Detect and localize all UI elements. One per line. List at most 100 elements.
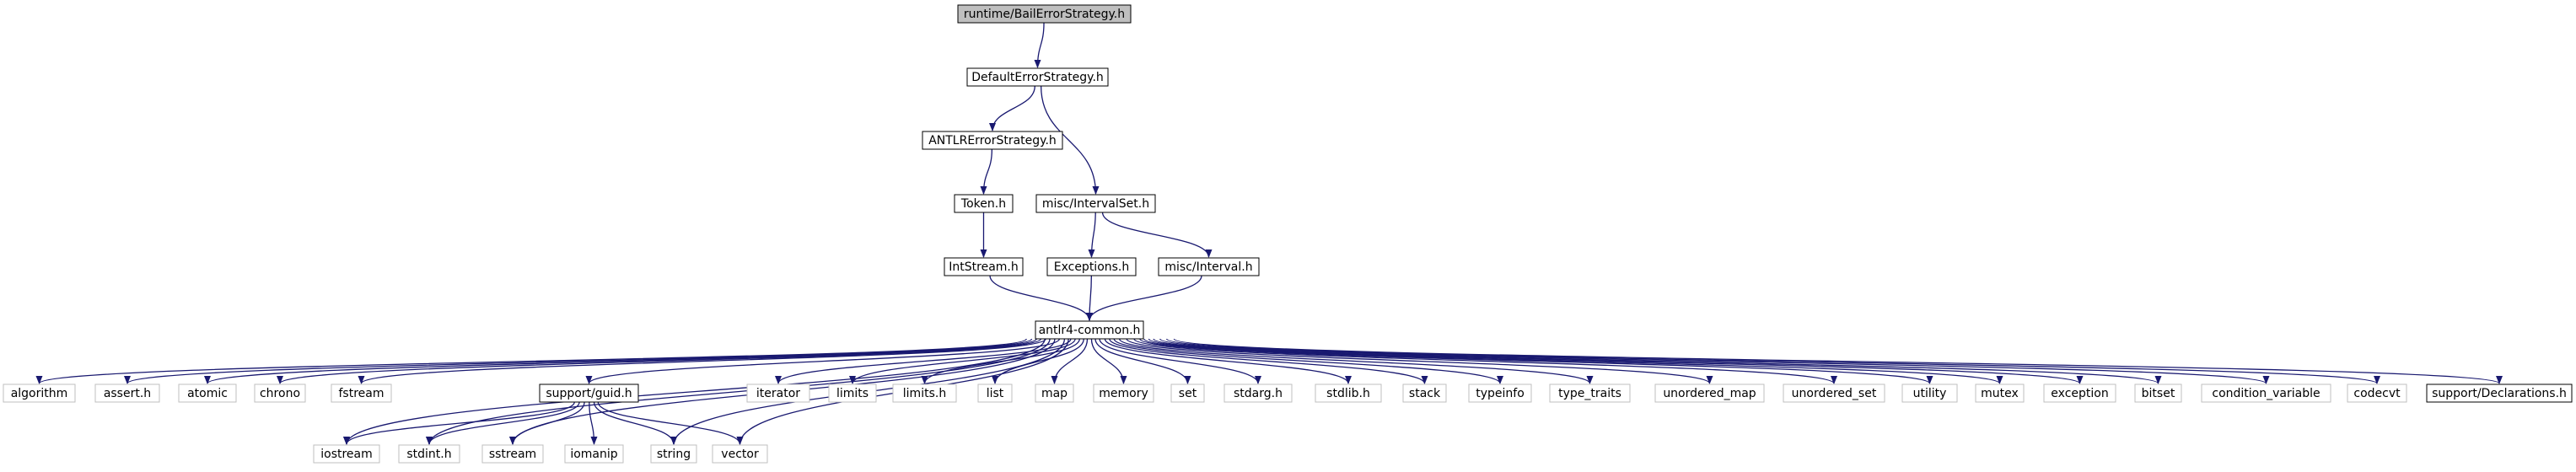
node-label-exception: exception bbox=[2051, 387, 2108, 400]
node-box-map bbox=[1035, 384, 1074, 403]
node-label-interval: misc/Interval.h bbox=[1164, 260, 1252, 274]
node-vector: vector bbox=[712, 444, 768, 464]
node-condvar: condition_variable bbox=[2201, 384, 2331, 403]
edge-guid-vector bbox=[597, 401, 744, 445]
edge-guid-stdint bbox=[426, 401, 580, 445]
edge-root-des bbox=[1034, 22, 1045, 68]
node-label-antlres: ANTLRErrorStrategy.h bbox=[928, 134, 1057, 148]
node-label-typeinfo: typeinfo bbox=[1476, 387, 1525, 400]
node-label-assert: assert.h bbox=[104, 387, 151, 400]
node-intstream[interactable]: IntStream.h bbox=[944, 257, 1024, 276]
node-box-unordered_set bbox=[1783, 384, 1885, 403]
edge-common-stack bbox=[1109, 338, 1428, 384]
node-root[interactable]: runtime/BailErrorStrategy.h bbox=[957, 4, 1132, 24]
node-iomanip: iomanip bbox=[564, 444, 624, 464]
edge-common-exception bbox=[1148, 338, 2084, 384]
node-box-sstream bbox=[481, 444, 544, 464]
node-label-exceptions: Exceptions.h bbox=[1054, 260, 1130, 274]
node-label-vector: vector bbox=[721, 448, 759, 461]
node-limits: limits bbox=[828, 384, 877, 403]
node-label-unordered_set: unordered_set bbox=[1792, 387, 1877, 400]
edge-common-assert bbox=[124, 338, 1033, 384]
node-label-sstream: sstream bbox=[489, 448, 536, 461]
node-exception: exception bbox=[2043, 384, 2116, 403]
node-des[interactable]: DefaultErrorStrategy.h bbox=[966, 67, 1109, 87]
node-label-iostream: iostream bbox=[320, 448, 373, 461]
node-box-vector bbox=[712, 444, 768, 464]
edge-common-typeinfo bbox=[1113, 338, 1503, 384]
edge-common-atomic bbox=[204, 338, 1037, 384]
node-box-intstream bbox=[944, 257, 1024, 276]
node-token[interactable]: Token.h bbox=[954, 194, 1014, 213]
edge-common-unordered_set bbox=[1133, 338, 1837, 384]
node-box-token bbox=[954, 194, 1014, 213]
edge-common-algorithm bbox=[35, 338, 1027, 384]
node-label-utility: utility bbox=[1913, 387, 1947, 400]
node-sstream: sstream bbox=[481, 444, 544, 464]
edge-layer bbox=[35, 22, 2503, 445]
node-exceptions[interactable]: Exceptions.h bbox=[1046, 257, 1137, 276]
node-string: string bbox=[650, 444, 697, 464]
edge-common-stdarg bbox=[1099, 338, 1261, 384]
node-typeinfo: typeinfo bbox=[1468, 384, 1532, 403]
node-box-assert bbox=[94, 384, 160, 403]
node-label-limits: limits bbox=[836, 387, 869, 400]
node-label-stdarg: stdarg.h bbox=[1234, 387, 1283, 400]
node-box-decl bbox=[2426, 384, 2573, 403]
edge-common-decl bbox=[1173, 338, 2503, 384]
node-label-token: Token.h bbox=[960, 197, 1006, 211]
node-algorithm: algorithm bbox=[3, 384, 76, 403]
node-label-stdlib: stdlib.h bbox=[1326, 387, 1370, 400]
node-box-list bbox=[977, 384, 1013, 403]
node-intervalset[interactable]: misc/IntervalSet.h bbox=[1035, 194, 1156, 213]
edge-common-bitset bbox=[1153, 338, 2162, 384]
node-box-common bbox=[1035, 320, 1144, 340]
node-stack: stack bbox=[1402, 384, 1447, 403]
edge-guid-string bbox=[593, 401, 677, 445]
node-label-mutex: mutex bbox=[1981, 387, 2019, 400]
node-box-iterator bbox=[746, 384, 810, 403]
edge-common-type_traits bbox=[1118, 338, 1594, 384]
node-label-condvar: condition_variable bbox=[2212, 387, 2320, 400]
node-label-decl: support/Declarations.h bbox=[2432, 387, 2567, 400]
node-guid[interactable]: support/guid.h bbox=[539, 384, 639, 403]
edge-guid-iostream bbox=[343, 401, 575, 445]
node-limitsh: limits.h bbox=[892, 384, 957, 403]
node-chrono: chrono bbox=[254, 384, 306, 403]
node-label-unordered_map: unordered_map bbox=[1663, 387, 1756, 400]
node-interval[interactable]: misc/Interval.h bbox=[1158, 257, 1260, 276]
node-iterator: iterator bbox=[746, 384, 810, 403]
node-box-antlres bbox=[922, 131, 1063, 150]
node-label-stack: stack bbox=[1409, 387, 1441, 400]
node-antlres[interactable]: ANTLRErrorStrategy.h bbox=[922, 131, 1063, 150]
node-label-map: map bbox=[1041, 387, 1068, 400]
node-box-typeinfo bbox=[1468, 384, 1532, 403]
node-decl[interactable]: support/Declarations.h bbox=[2426, 384, 2573, 403]
node-box-algorithm bbox=[3, 384, 76, 403]
edge-common-set bbox=[1094, 338, 1191, 384]
node-label-root: runtime/BailErrorStrategy.h bbox=[964, 8, 1125, 21]
edge-des-intervalset bbox=[1040, 85, 1100, 195]
node-box-stack bbox=[1402, 384, 1447, 403]
edge-common-unordered_map bbox=[1126, 338, 1713, 384]
node-common[interactable]: antlr4-common.h bbox=[1035, 320, 1144, 340]
edge-common-iterator bbox=[775, 338, 1072, 384]
node-box-string bbox=[650, 444, 697, 464]
node-box-exception bbox=[2043, 384, 2116, 403]
node-mutex: mutex bbox=[1975, 384, 2025, 403]
node-stdint: stdint.h bbox=[398, 444, 460, 464]
edge-des-antlres bbox=[989, 85, 1035, 131]
node-label-stdint: stdint.h bbox=[406, 448, 451, 461]
node-label-des: DefaultErrorStrategy.h bbox=[971, 71, 1104, 84]
edge-common-stdint bbox=[426, 338, 1051, 445]
node-label-set: set bbox=[1179, 387, 1197, 400]
node-fstream: fstream bbox=[331, 384, 392, 403]
node-layer: runtime/BailErrorStrategy.hDefaultErrorS… bbox=[3, 4, 2573, 464]
edge-common-list bbox=[992, 338, 1084, 384]
node-memory: memory bbox=[1093, 384, 1154, 403]
node-label-codecvt: codecvt bbox=[2353, 387, 2401, 400]
edge-intervalset-interval bbox=[1101, 212, 1213, 258]
node-bitset: bitset bbox=[2134, 384, 2182, 403]
node-box-stdlib bbox=[1315, 384, 1382, 403]
edge-antlres-token bbox=[980, 148, 993, 195]
